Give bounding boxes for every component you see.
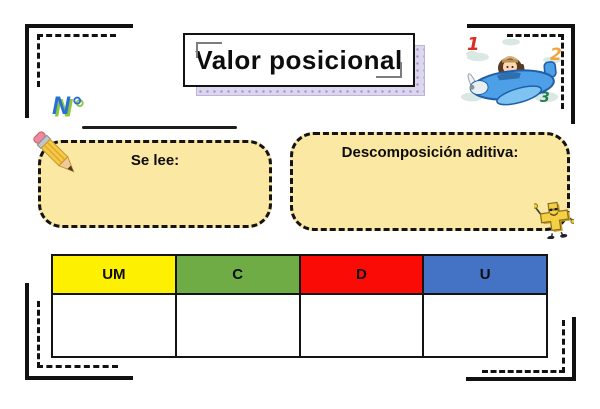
se-lee-label: Se lee: [130,152,180,169]
girl-airplane-illustration: 1 2 3 [458,30,570,120]
plus-sign-character-icon [532,197,576,240]
airplane-body [467,61,557,106]
descomposicion-label: Descomposición aditiva: [341,144,519,161]
table-header-row: UM C D U [51,254,548,295]
descomposicion-box: Descomposición aditiva: [290,132,570,231]
number-write-line[interactable] [82,126,237,129]
number-label: N° [52,92,83,120]
plane-number-1: 1 [467,34,480,55]
plane-number-3: 3 [540,90,550,106]
header-cell-um: UM [51,254,177,295]
page-title: Valor posicional [195,44,403,75]
airplane-icon: 1 2 3 [461,34,562,106]
table-row [51,293,548,358]
title-banner: Valor posicional [183,33,415,87]
pencil-icon [27,125,85,183]
frame-corner-top-left-inner [37,34,116,87]
header-cell-c: C [174,254,301,295]
title-corner-mark-bottom-right [376,62,402,78]
place-value-table: UM C D U [51,254,548,358]
table-cell-d[interactable] [298,293,425,358]
header-cell-d: D [298,254,425,295]
table-cell-u[interactable] [422,293,548,358]
descomposicion-write-area[interactable] [303,167,557,220]
plane-number-2: 2 [550,45,562,65]
se-lee-box: Se lee: [38,140,272,228]
header-cell-u: U [422,254,548,295]
title-corner-mark-top-left [196,42,222,58]
table-cell-um[interactable] [51,293,177,358]
table-cell-c[interactable] [174,293,301,358]
